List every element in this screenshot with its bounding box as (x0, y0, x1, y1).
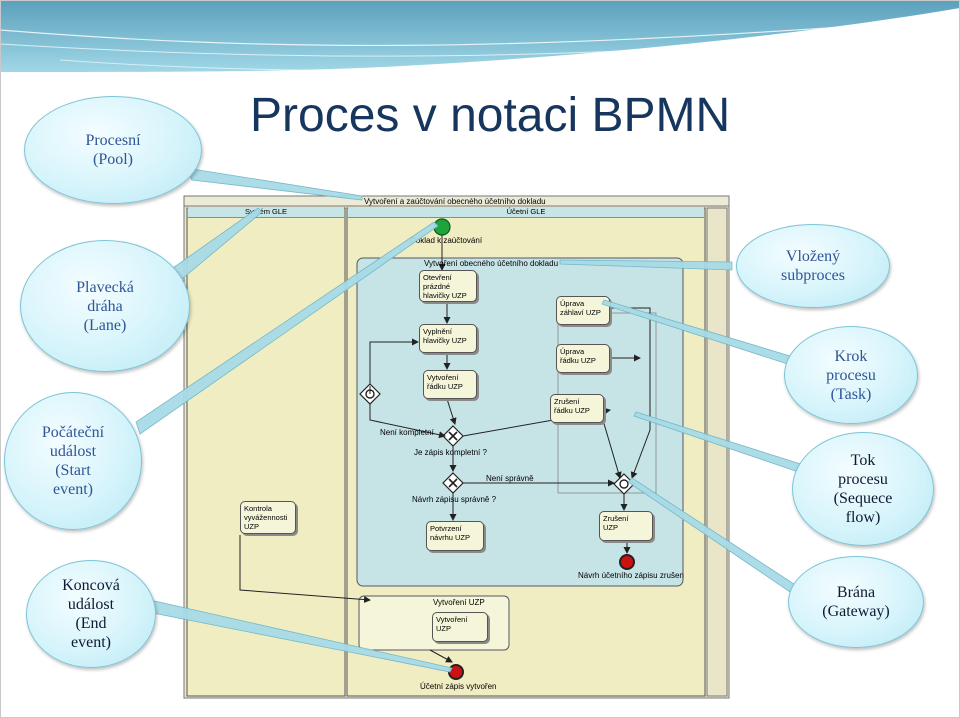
lane-extra (706, 207, 728, 697)
task-vytvoreni-radku: Vytvoření řádku UZP (423, 370, 477, 399)
lane-label-ucetni: Účetní GLE (348, 207, 704, 218)
callout-start-event: Počáteční událost (Start event) (4, 392, 142, 530)
end-event-cancelled (619, 554, 635, 570)
callout-end-event-text: Koncová událost (End event) (62, 577, 120, 651)
callout-subprocess-text: Vložený subproces (781, 248, 845, 284)
end-event-label: Účetní zápis vytvořen (420, 682, 497, 691)
task-zruseni-uzp: Zrušení UZP (599, 511, 653, 541)
callout-pool-text: Procesní (Pool) (85, 132, 141, 168)
bottom-subprocess-title: Vytvoření UZP (433, 598, 485, 607)
start-event-label: Doklad k zaúčtování (410, 236, 483, 245)
callout-subprocess: Vložený subproces (736, 224, 890, 308)
label-navrh-zapisu-spravne: Návrh zápisu správně ? (412, 495, 497, 504)
callout-sequence-flow-text: Tok procesu (Sequece flow) (833, 452, 893, 526)
task-zruseni-radku: Zrušení řádku UZP (550, 394, 604, 423)
task-vytvoreni-uzp: Vytvoření UZP (432, 612, 488, 642)
callout-pool: Procesní (Pool) (24, 96, 202, 204)
callout-lane-text: Plavecká dráha (Lane) (76, 278, 134, 334)
callout-sequence-flow: Tok procesu (Sequece flow) (792, 432, 934, 546)
callout-task: Krok procesu (Task) (784, 326, 918, 424)
lane-label-system: Systém GLE (188, 207, 344, 218)
callout-gateway-text: Brána (Gateway) (822, 584, 890, 620)
task-uprava-zahlavi: Úprava záhlaví UZP (556, 296, 610, 325)
task-otevreni: Otevření prázdné hlavičky UZP (419, 270, 477, 302)
task-uprava-radku: Úprava řádku UZP (556, 344, 610, 373)
pool-title: Vytvoření a zaúčtování obecného účetního… (364, 197, 546, 206)
callout-start-event-text: Počáteční událost (Start event) (41, 424, 105, 498)
callout-end-event: Koncová událost (End event) (26, 560, 156, 668)
task-potvrzeni: Potvrzení návrhu UZP (426, 521, 484, 551)
subprocess-title: Vytvoření obecného účetního dokladu (424, 259, 559, 268)
task-vyplneni: Vyplnění hlavičky UZP (419, 324, 477, 353)
task-kontrola: Kontrola vyvážennosti UZP (240, 501, 296, 534)
label-navrh-zrusen: Návrh účetního zápisu zrušen (578, 571, 684, 580)
callout-task-text: Krok procesu (Task) (826, 347, 876, 403)
callout-lane: Plavecká dráha (Lane) (20, 240, 190, 372)
label-neni-kompletni: Není kompletní (380, 428, 434, 437)
slide-title: Proces v notaci BPMN (250, 89, 731, 142)
label-je-zapis-kompletni: Je zápis kompletní ? (414, 448, 487, 457)
pool-header (183, 195, 730, 207)
callout-gateway: Brána (Gateway) (788, 556, 924, 648)
label-neni-spravne: Není správně (486, 474, 534, 483)
